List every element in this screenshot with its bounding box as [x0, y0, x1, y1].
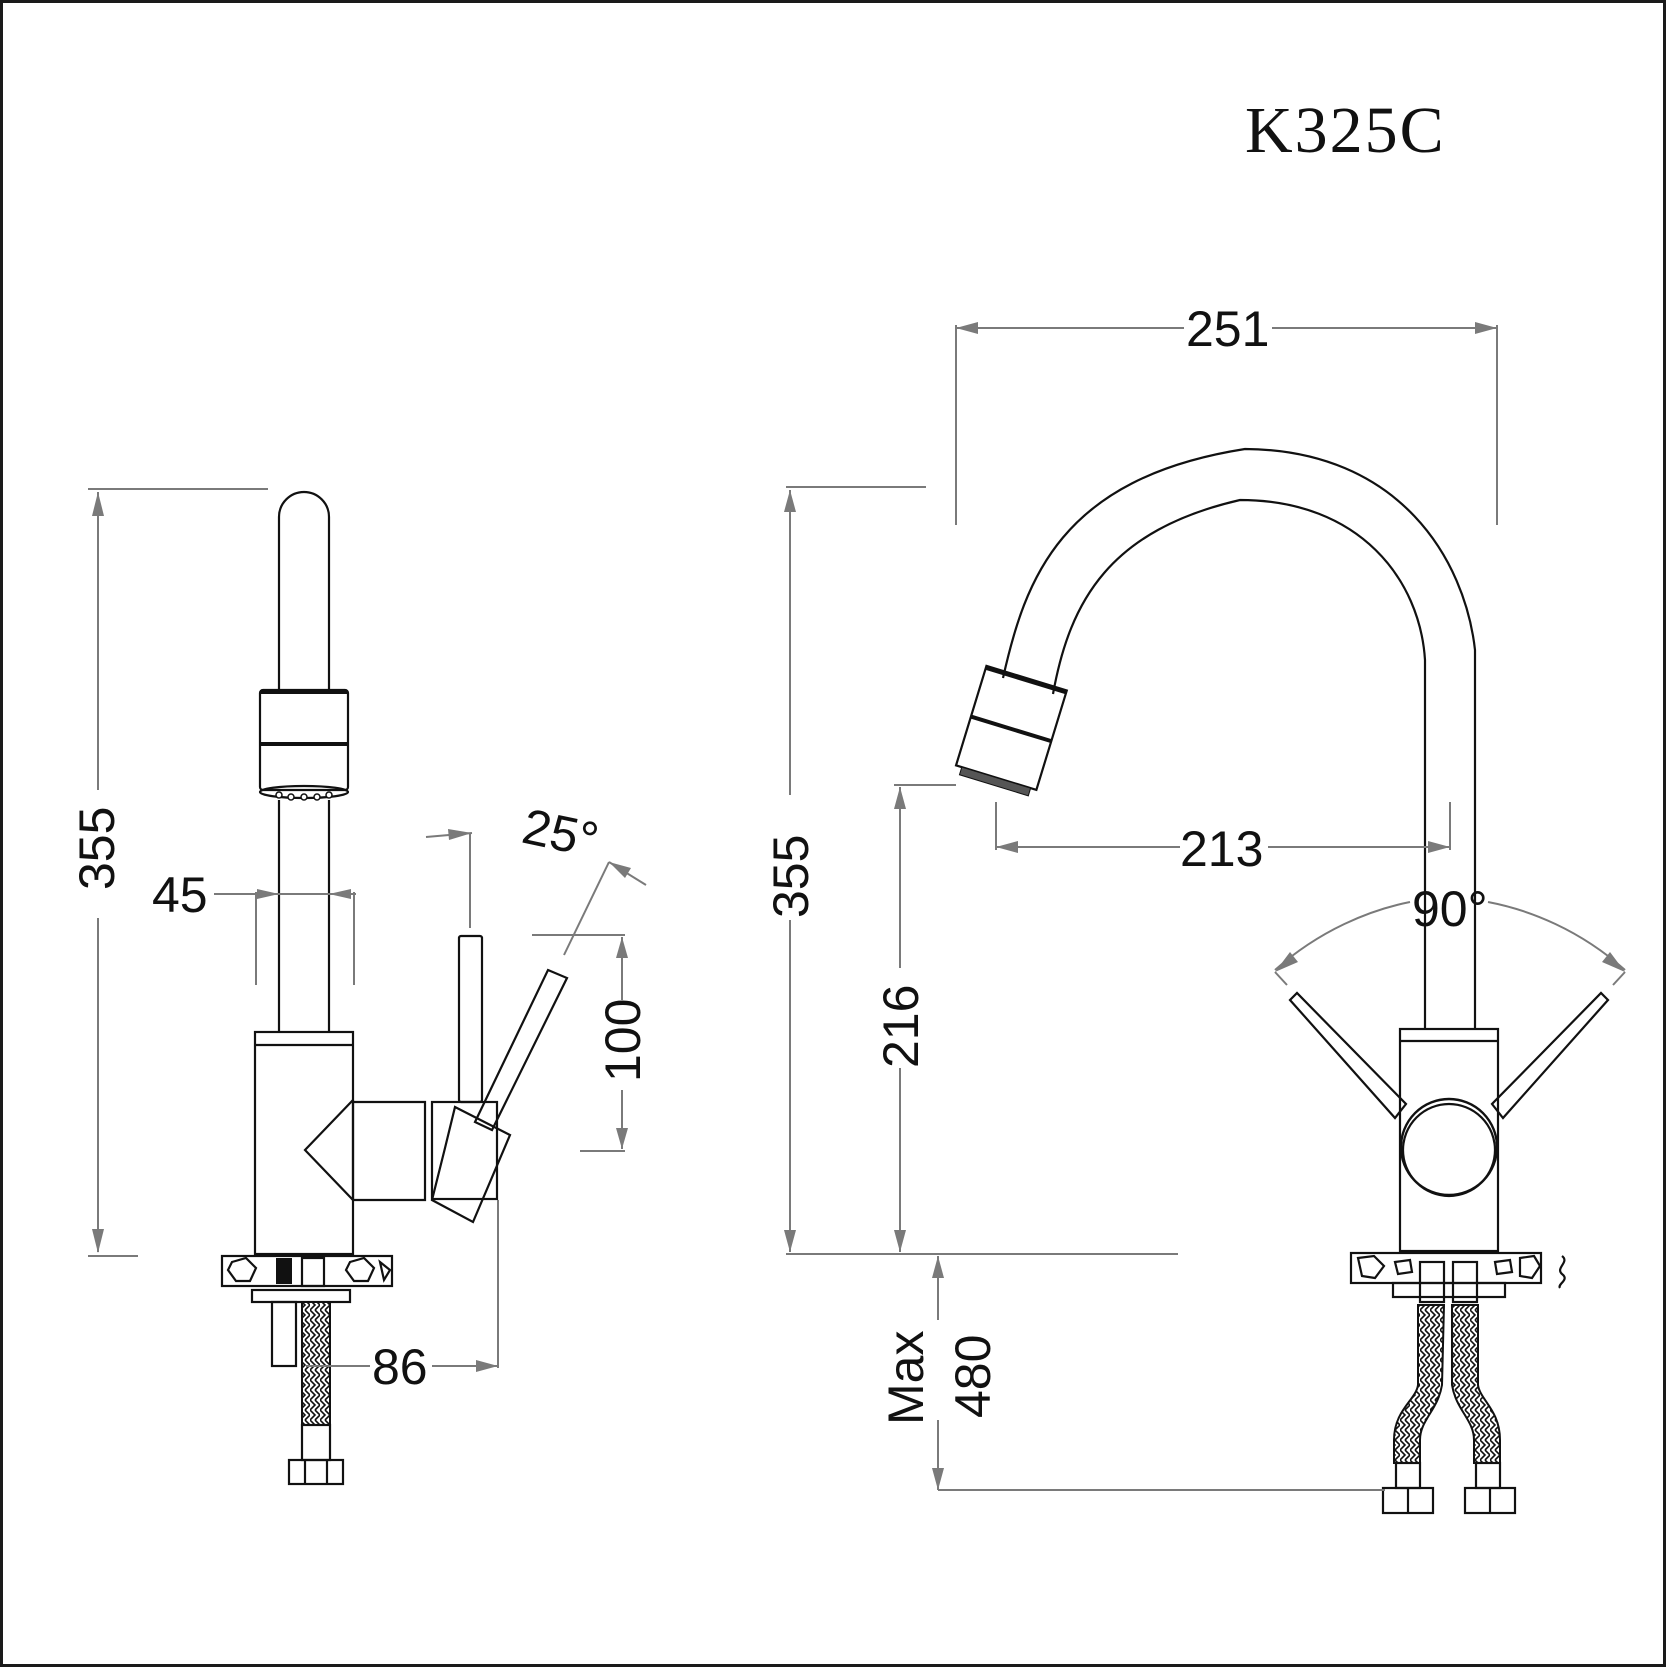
side-hose-nut	[287, 1458, 345, 1486]
front-aerator	[954, 664, 1069, 797]
front-outlet-height-dim: 216	[873, 985, 929, 1068]
front-spout-reach-dim: 213	[1180, 821, 1263, 877]
side-spout-diameter-dim: 45	[152, 867, 208, 923]
side-handle-vertical	[457, 934, 484, 1104]
front-hose-length-label: Max	[878, 1331, 934, 1425]
front-handle-rotation-dim: 90°	[1412, 881, 1488, 937]
front-hose-right	[1451, 1304, 1501, 1464]
front-body	[1398, 1027, 1500, 1253]
front-hose-length-dim: 480	[945, 1335, 1001, 1418]
side-base-depth-dim: 86	[372, 1339, 428, 1395]
front-hose-left	[1393, 1304, 1446, 1464]
side-cartridge	[303, 1099, 427, 1202]
side-aerator	[258, 688, 350, 792]
side-body	[253, 1030, 355, 1256]
side-view	[220, 490, 569, 1486]
side-handle-tilted	[473, 968, 569, 1132]
front-height-dim: 355	[763, 835, 819, 918]
front-spout-outer	[1001, 447, 1477, 1030]
model-title: K325C	[1245, 94, 1446, 167]
side-spout-top	[277, 490, 331, 690]
side-dimensions: 355 45 25° 100 86	[69, 488, 651, 1395]
front-handle-left	[1288, 991, 1408, 1120]
front-dimensions: 251 213 355 216 90°	[763, 301, 1626, 1491]
side-handle-height-dim: 100	[595, 999, 651, 1082]
front-spout-inner	[1051, 498, 1427, 1030]
side-handle-angle-dim: 25°	[518, 798, 604, 868]
front-handle-right	[1490, 991, 1610, 1120]
side-hose	[301, 1301, 331, 1426]
front-view	[954, 447, 1610, 1515]
front-spout-span-dim: 251	[1186, 301, 1269, 357]
side-height-dim: 355	[69, 807, 125, 890]
